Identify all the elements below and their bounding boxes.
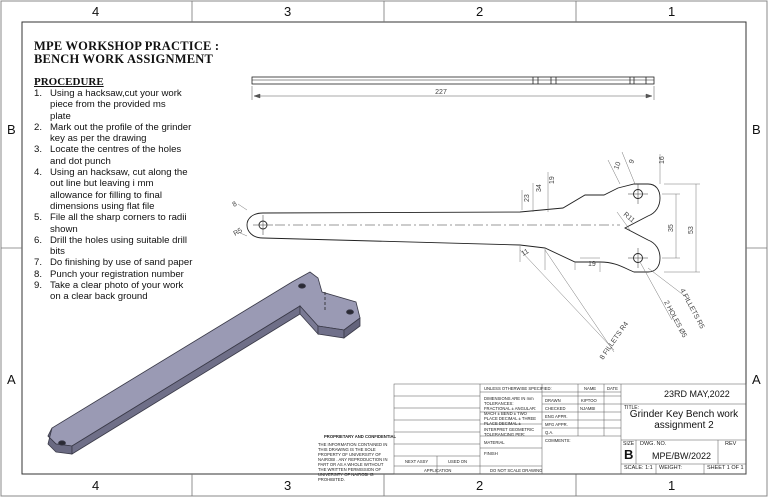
- dim-23: 23: [524, 194, 531, 202]
- dim-9: 9: [628, 159, 636, 165]
- next-assy-label: NEXT ASSY: [405, 459, 429, 464]
- dim-r11: R11: [622, 211, 636, 224]
- zone-top-2: 2: [476, 4, 484, 19]
- dwg-no-label: DWG. NO.: [640, 441, 667, 447]
- used-on-label: USED ON: [448, 459, 468, 464]
- title-label: TITLE:: [624, 405, 640, 411]
- sheet-size: B: [624, 447, 634, 462]
- unless-specified: UNLESS OTHERWISE SPECIFIED:: [484, 386, 552, 391]
- front-dimensions: [237, 151, 700, 353]
- do-not-scale-label: DO NOT SCALE DRAWING: [490, 468, 543, 473]
- zone-top-4: 4: [92, 4, 100, 19]
- qa-label: Q.A.: [545, 430, 554, 435]
- front-view: [246, 183, 661, 273]
- scale-label: SCALE: 1:1: [624, 465, 653, 471]
- drawing-title-line-2: assignment 2: [654, 420, 714, 431]
- size-label: SIZE: [623, 441, 635, 447]
- mfg-appr-label: MFG APPR.: [545, 422, 568, 427]
- dim-10: 10: [613, 161, 622, 171]
- sheet-label: SHEET 1 OF 1: [707, 465, 744, 471]
- drawing-title-line-1: Grinder Key Bench work: [629, 409, 739, 420]
- isometric-view: [47, 271, 361, 455]
- dim-d8: 8: [232, 201, 239, 209]
- zone-top-1: 1: [668, 4, 676, 19]
- drawing-date: 23RD MAY,2022: [664, 389, 730, 399]
- dim-length: 227: [435, 89, 447, 96]
- dim-19a: 19: [549, 176, 556, 184]
- dim-r5: R5: [233, 227, 244, 238]
- zone-left-b: B: [7, 122, 16, 137]
- procedure-step: 7.Do finishing by use of sand paper: [34, 257, 193, 269]
- application-label: APPLICATION: [424, 468, 452, 473]
- material-label: MATERIAL: [484, 440, 505, 445]
- title-block: [393, 383, 747, 475]
- weight-label: WEIGHT:: [659, 465, 682, 471]
- drawn-label: DRAWN: [545, 398, 561, 403]
- dim-35: 35: [668, 224, 675, 232]
- top-view: [251, 76, 655, 85]
- dimensions-note: DIMENSIONS ARE IN mm TOLERANCES: FRACTIO…: [484, 396, 537, 426]
- dim-16: 16: [659, 156, 666, 164]
- zone-bottom-4: 4: [92, 478, 100, 493]
- procedure-step: 8.Punch your registration number: [34, 268, 184, 280]
- finish-label: FINISH: [484, 451, 498, 456]
- proprietary-text: THE INFORMATION CONTAINED IN THIS DRAWIN…: [318, 442, 388, 482]
- dim-11: 11: [521, 248, 531, 258]
- dim-fillets-r4: 8 FILLETS R4: [599, 321, 630, 361]
- zone-bottom-1: 1: [668, 478, 676, 493]
- interpret-note: INTERPRET GEOMETRIC TOLERANCING PER:: [484, 427, 535, 437]
- zone-top-3: 3: [284, 4, 292, 19]
- title-line-2: BENCH WORK ASSIGNMENT: [34, 52, 214, 66]
- checked-name: NJAMBI: [580, 406, 596, 411]
- date-header: DATE: [607, 386, 618, 391]
- dim-holes: 2 HOLES Ø5: [662, 300, 687, 339]
- zone-bottom-3: 3: [284, 478, 292, 493]
- zone-bottom-2: 2: [476, 478, 484, 493]
- title-line-1: MPE WORKSHOP PRACTICE :: [34, 39, 220, 53]
- comments-label: COMMENTS:: [545, 438, 571, 443]
- drawn-name: KIPTOO: [581, 398, 597, 403]
- dim-34: 34: [536, 184, 543, 192]
- zone-right-a: A: [752, 372, 761, 387]
- zone-left-a: A: [7, 372, 16, 387]
- dim-53: 53: [688, 226, 695, 234]
- name-header: NAME: [584, 386, 597, 391]
- checked-label: CHECKED: [545, 406, 566, 411]
- dim-19b: 19: [588, 261, 596, 268]
- proprietary-heading: PROPRIETARY AND CONFIDENTIAL: [324, 434, 397, 439]
- zone-right-b: B: [752, 122, 761, 137]
- procedure-heading: PROCEDURE: [34, 76, 104, 88]
- drawing-title: Grinder Key Bench work assignment 2: [622, 409, 746, 431]
- eng-appr-label: ENG APPR.: [545, 414, 568, 419]
- rev-label: REV: [725, 441, 737, 447]
- length-dimension: [251, 86, 655, 100]
- drawing-number: MPE/BW/2022: [652, 451, 712, 461]
- assignment-title: MPE WORKSHOP PRACTICE : BENCH WORK ASSIG…: [34, 40, 219, 66]
